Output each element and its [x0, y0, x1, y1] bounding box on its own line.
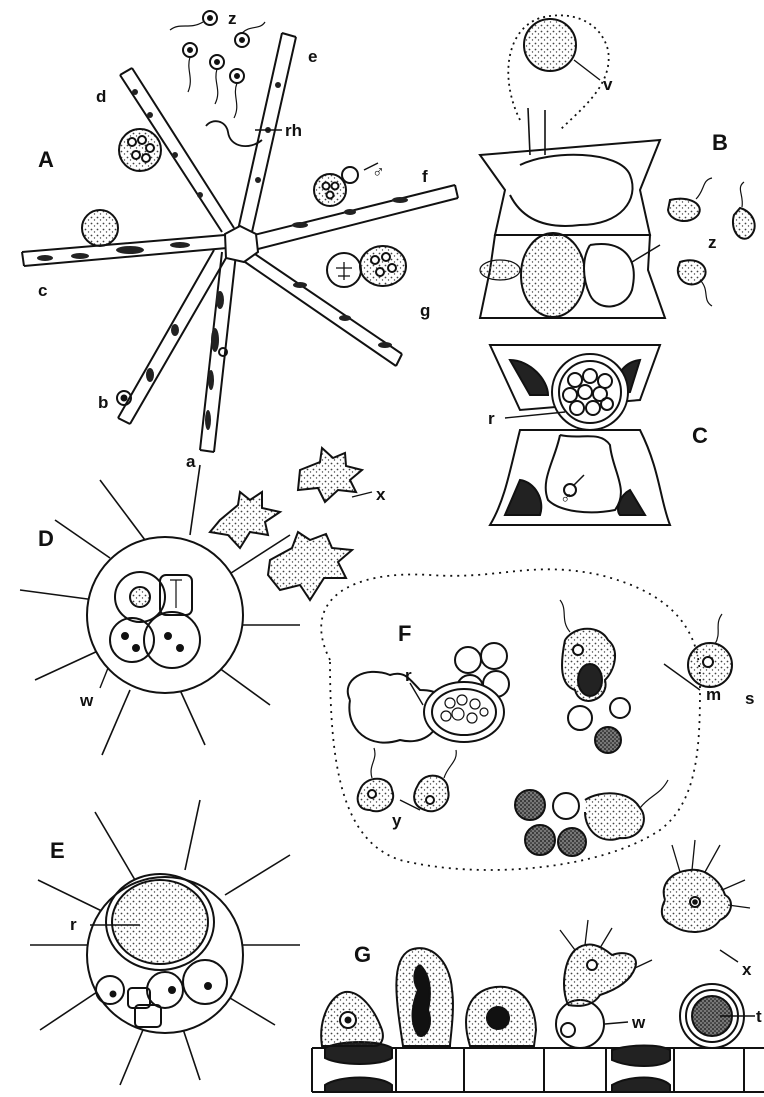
- cell-g-2: [396, 948, 453, 1046]
- label-male-a: ♂: [372, 162, 385, 181]
- filament-b: [118, 250, 226, 424]
- label-panel-f: F: [398, 621, 411, 646]
- label-z-b: z: [708, 233, 717, 252]
- rhizoid-rh: [206, 121, 262, 146]
- zoospores-z-a: [170, 11, 265, 118]
- panel-b: [480, 15, 755, 318]
- cell-g-3: [466, 987, 536, 1046]
- amoeba-g-1: [321, 992, 383, 1046]
- label-x-g: x: [742, 960, 752, 979]
- panel-d: [20, 448, 362, 755]
- zoospore-mass-v: [524, 19, 576, 71]
- label-panel-d: D: [38, 526, 54, 551]
- label-r-e: r: [70, 915, 77, 934]
- label-c: c: [38, 281, 47, 300]
- amoebae-y: [358, 748, 457, 811]
- label-t-g: t: [756, 1007, 762, 1026]
- filament-f: [250, 185, 458, 250]
- amoeba-f-upper: [560, 600, 615, 701]
- panel-e: [30, 800, 300, 1085]
- label-r-f: r: [405, 666, 412, 685]
- label-g: g: [420, 301, 430, 320]
- oogonium-f: [314, 174, 346, 206]
- cyst-c: [82, 210, 118, 246]
- label-panel-e: E: [50, 838, 65, 863]
- label-z-a: z: [228, 9, 237, 28]
- label-s: s: [745, 689, 754, 708]
- panel-g: [312, 840, 764, 1092]
- label-male-c: ♂: [560, 488, 573, 507]
- host-tissue: [312, 1042, 764, 1092]
- label-w-g: w: [631, 1013, 646, 1032]
- label-r-c: r: [488, 409, 495, 428]
- label-a: a: [186, 452, 196, 471]
- amoeba-g-x: [662, 840, 750, 932]
- label-m: m: [706, 685, 721, 704]
- label-panel-g: G: [354, 942, 371, 967]
- label-v: v: [603, 75, 613, 94]
- resting-spore-b: [521, 233, 585, 317]
- zoospore-s: [688, 614, 732, 687]
- label-w-d: w: [79, 691, 94, 710]
- label-y: y: [392, 811, 402, 830]
- panel-a-colony: [22, 11, 458, 452]
- panel-f: [321, 569, 732, 870]
- label-panel-c: C: [692, 423, 708, 448]
- label-e: e: [308, 47, 317, 66]
- label-b: b: [98, 393, 108, 412]
- dark-cell-cluster: [515, 780, 668, 856]
- label-d: d: [96, 87, 106, 106]
- resting-spore-r-e: [112, 880, 208, 964]
- label-rh: rh: [285, 121, 302, 140]
- sporangium-d: [119, 129, 161, 171]
- label-panel-b: B: [712, 130, 728, 155]
- sporangium-g: [327, 246, 406, 287]
- male-cell-f: [342, 167, 358, 183]
- label-f: f: [422, 167, 428, 186]
- label-panel-a: A: [38, 147, 54, 172]
- label-x-d: x: [376, 485, 386, 504]
- panel-c: [490, 345, 670, 525]
